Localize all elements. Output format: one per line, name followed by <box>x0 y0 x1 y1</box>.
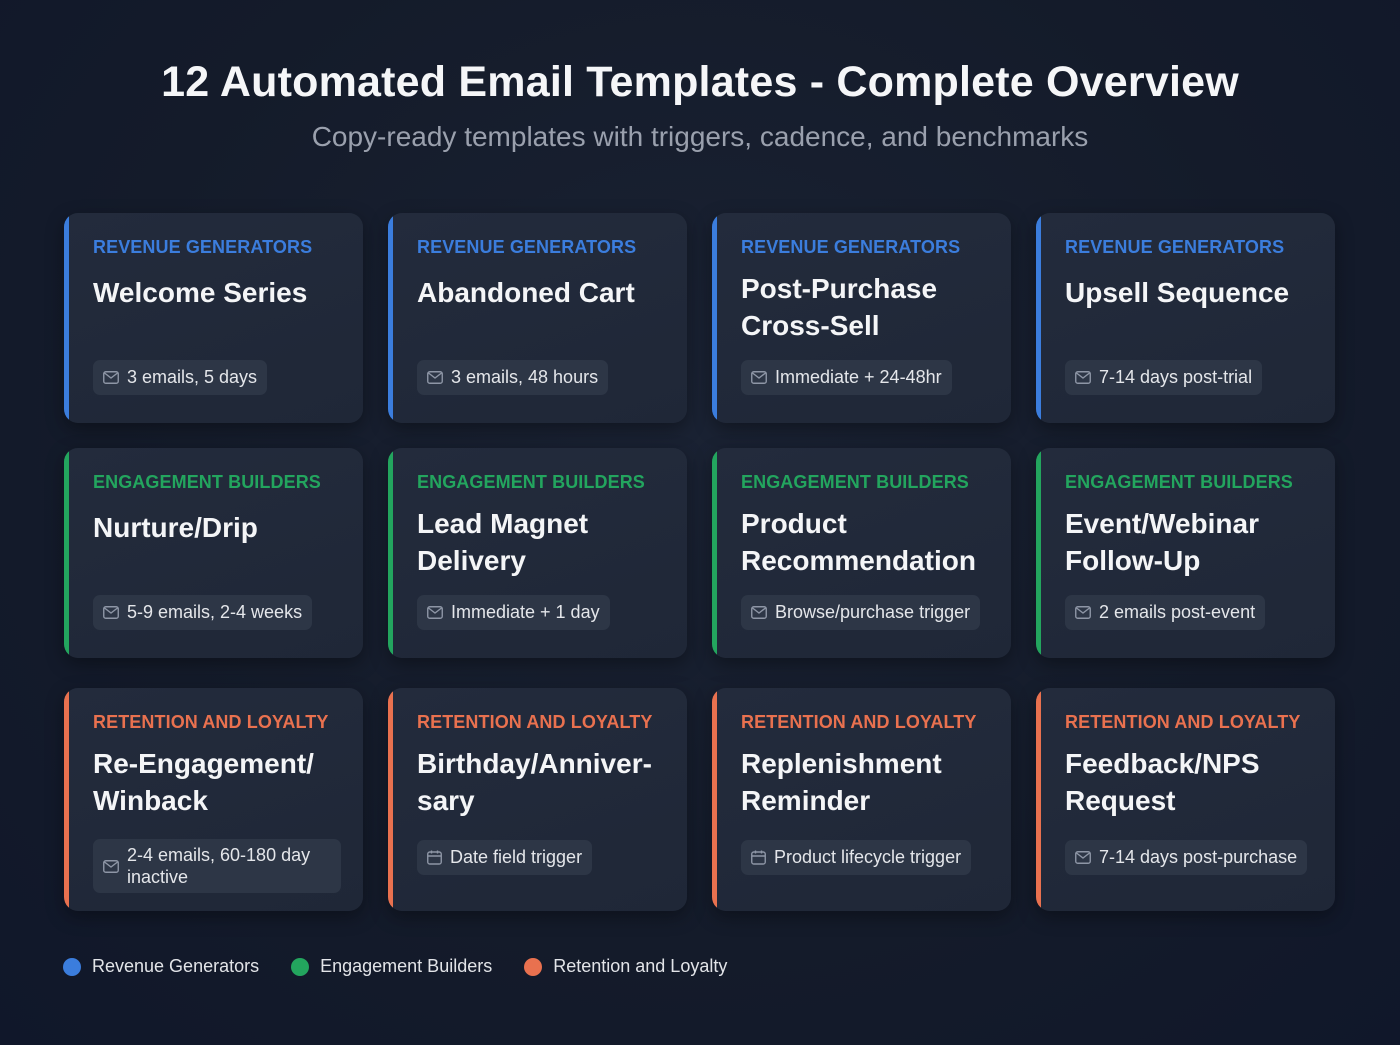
mail-icon <box>1075 851 1091 864</box>
category-label: RETENTION AND LOYALTY <box>1065 712 1301 732</box>
mail-icon <box>427 371 443 384</box>
legend-label: Engagement Builders <box>320 956 493 976</box>
template-name: Post-Purchase Cross-Sell <box>741 273 938 341</box>
mail-icon <box>103 371 119 384</box>
template-name: Product Recommendation <box>741 508 976 576</box>
category-label: ENGAGEMENT BUILDERS <box>1065 472 1293 492</box>
category-label: REVENUE GENERATORS <box>1065 237 1285 257</box>
cadence-text: Browse/purchase trigger <box>775 602 971 622</box>
category-label: ENGAGEMENT BUILDERS <box>417 472 645 492</box>
category-label: RETENTION AND LOYALTY <box>93 712 329 732</box>
cadence-chip: 7-14 days post-purchase <box>1065 840 1308 875</box>
cadence-text: 7-14 days post-trial <box>1099 367 1253 387</box>
template-card-welcome-series[interactable]: REVENUE GENERATORS Welcome Series 3 emai… <box>64 213 363 423</box>
cadence-chip: 3 emails, 48 hours <box>417 360 609 395</box>
mail-icon <box>427 606 443 619</box>
cadence-chip: Immediate + 1 day <box>417 595 610 630</box>
page-header: 12 Automated Email Templates - Complete … <box>0 0 1400 153</box>
template-name: Upsell Sequence <box>1065 277 1290 308</box>
template-card-feedback-nps-request[interactable]: RETENTION AND LOYALTY Feedback/NPS Reque… <box>1036 688 1335 911</box>
category-label: RETENTION AND LOYALTY <box>741 712 977 732</box>
mail-icon <box>103 859 119 873</box>
template-card-abandoned-cart[interactable]: REVENUE GENERATORS Abandoned Cart 3 emai… <box>388 213 687 423</box>
category-label: RETENTION AND LOYALTY <box>417 712 653 732</box>
trigger-chip: Date field trigger <box>417 840 593 875</box>
legend-item-engagement: Engagement Builders <box>291 956 492 977</box>
cadence-text: 2-4 emails, 60-180 day inactive <box>127 845 311 887</box>
template-card-post-purchase-cross-sell[interactable]: REVENUE GENERATORS Post-Purchase Cross-S… <box>712 213 1011 423</box>
cadence-text: Immediate + 1 day <box>451 602 600 622</box>
mail-icon <box>1075 606 1091 619</box>
template-name: Nurture/Drip <box>93 512 258 543</box>
mail-icon <box>103 606 119 619</box>
template-card-re-engagement-winback[interactable]: RETENTION AND LOYALTY Re-Engagement/ Win… <box>64 688 363 911</box>
cadence-chip: 5-9 emails, 2-4 weeks <box>93 595 313 630</box>
page-subtitle: Copy-ready templates with triggers, cade… <box>311 121 1089 152</box>
template-card-replenishment-reminder[interactable]: RETENTION AND LOYALTY Replenishment Remi… <box>712 688 1011 911</box>
legend-label: Retention and Loyalty <box>553 956 728 976</box>
legend-dot-icon <box>63 957 81 976</box>
template-name: Abandoned Cart <box>417 277 635 308</box>
category-label: REVENUE GENERATORS <box>417 237 637 257</box>
template-name: Feedback/NPS Request <box>1065 748 1260 816</box>
template-grid: REVENUE GENERATORS Welcome Series 3 emai… <box>64 213 1335 911</box>
category-label: REVENUE GENERATORS <box>93 237 313 257</box>
category-label: ENGAGEMENT BUILDERS <box>93 472 321 492</box>
trigger-chip: Product lifecycle trigger <box>741 840 972 875</box>
mail-icon <box>751 606 767 619</box>
template-name: Event/Webinar Follow-Up <box>1065 508 1259 576</box>
template-card-product-recommendation[interactable]: ENGAGEMENT BUILDERS Product Recommendati… <box>712 448 1011 658</box>
calendar-icon <box>427 850 442 865</box>
page-title: 12 Automated Email Templates - Complete … <box>161 58 1239 106</box>
cadence-text: 2 emails post-event <box>1099 602 1256 622</box>
cadence-chip: 2 emails post-event <box>1065 595 1266 630</box>
legend-item-revenue: Revenue Generators <box>63 956 259 977</box>
cadence-chip: Immediate + 24-48hr <box>741 360 952 395</box>
template-card-nurture-drip[interactable]: ENGAGEMENT BUILDERS Nurture/Drip 5-9 ema… <box>64 448 363 658</box>
legend-dot-icon <box>524 957 543 976</box>
legend-item-retention: Retention and Loyalty <box>524 956 727 977</box>
cadence-chip: Browse/purchase trigger <box>741 595 981 630</box>
template-card-event-webinar-follow-up[interactable]: ENGAGEMENT BUILDERS Event/Webinar Follow… <box>1036 448 1335 658</box>
legend-dot-icon <box>291 957 310 976</box>
category-label: REVENUE GENERATORS <box>741 237 961 257</box>
legend: Revenue Generators Engagement Builders R… <box>63 956 727 977</box>
template-name: Re-Engagement/ Winback <box>93 748 314 816</box>
cadence-chip: 3 emails, 5 days <box>93 360 268 395</box>
template-name: Lead Magnet Delivery <box>417 508 589 576</box>
trigger-text: Product lifecycle trigger <box>774 847 962 867</box>
cadence-text: 7-14 days post-purchase <box>1099 847 1298 867</box>
legend-label: Revenue Generators <box>92 956 260 976</box>
template-name: Birthday/Anniver- sary <box>417 748 652 816</box>
template-name: Welcome Series <box>93 277 308 308</box>
template-card-lead-magnet-delivery[interactable]: ENGAGEMENT BUILDERS Lead Magnet Delivery… <box>388 448 687 658</box>
mail-icon <box>751 371 767 384</box>
cadence-text: 3 emails, 5 days <box>127 367 258 387</box>
calendar-icon <box>751 850 766 865</box>
template-card-birthday-anniversary[interactable]: RETENTION AND LOYALTY Birthday/Anniver- … <box>388 688 687 911</box>
template-name: Replenishment Reminder <box>741 748 942 816</box>
cadence-text: 5-9 emails, 2-4 weeks <box>127 602 303 622</box>
mail-icon <box>1075 371 1091 384</box>
cadence-text: Immediate + 24-48hr <box>775 367 942 387</box>
cadence-chip: 7-14 days post-trial <box>1065 360 1263 395</box>
template-card-upsell-sequence[interactable]: REVENUE GENERATORS Upsell Sequence 7-14 … <box>1036 213 1335 423</box>
category-label: ENGAGEMENT BUILDERS <box>741 472 969 492</box>
cadence-text: 3 emails, 48 hours <box>451 367 599 387</box>
cadence-chip: 2-4 emails, 60-180 day inactive <box>93 839 341 893</box>
trigger-text: Date field trigger <box>450 847 583 867</box>
